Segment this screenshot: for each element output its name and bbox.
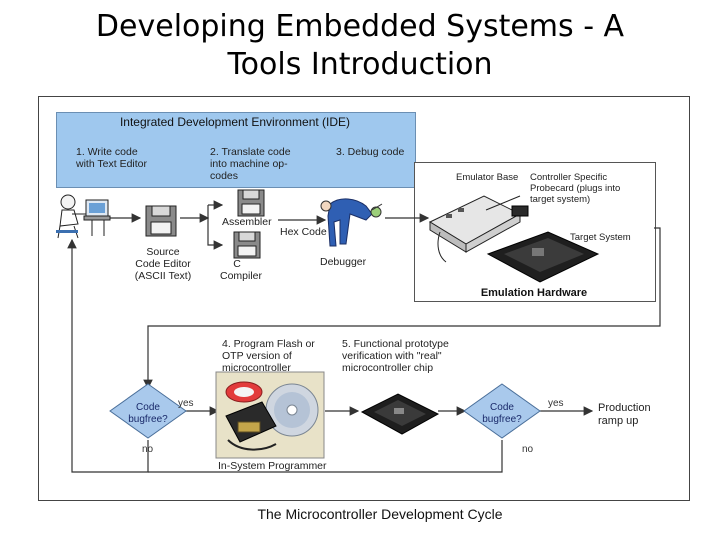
source-editor-label: Source Code Editor (ASCII Text) bbox=[134, 246, 192, 282]
ide-step3-label: 3. Debug code bbox=[336, 146, 405, 158]
decision2-yes-label: yes bbox=[548, 398, 564, 409]
slide-title: Developing Embedded Systems - A Tools In… bbox=[0, 8, 720, 84]
arrow-decision2-no bbox=[148, 440, 503, 473]
emulation-hardware-title: Emulation Hardware bbox=[480, 287, 588, 299]
emulator-board-icon bbox=[428, 195, 522, 263]
floppy-disk-icon bbox=[237, 189, 265, 217]
production-label: Production ramp up bbox=[598, 402, 651, 427]
decision-diamond-2 bbox=[463, 383, 541, 439]
prototype-board-icon bbox=[360, 393, 440, 435]
ide-step2-label: 2. Translate code into machine op- codes bbox=[210, 146, 291, 182]
c-compiler-label: C Compiler bbox=[220, 258, 263, 282]
decision1-label: Code bugfree? bbox=[128, 402, 168, 425]
decision1-yes-label: yes bbox=[178, 398, 194, 409]
target-system-label: Target System bbox=[570, 232, 631, 243]
probecard-label: Controller Specific Probecard (plugs int… bbox=[530, 172, 621, 205]
programmer-person-icon bbox=[56, 194, 111, 239]
slide-title-line2: Tools Introduction bbox=[227, 47, 493, 82]
prototype-verification-label: 5. Functional prototype verification wit… bbox=[342, 338, 449, 374]
hex-code-label: Hex Code bbox=[280, 226, 327, 238]
emulator-base-label: Emulator Base bbox=[456, 172, 519, 183]
target-board-icon bbox=[486, 205, 600, 283]
program-flash-label: 4. Program Flash or OTP version of micro… bbox=[222, 338, 315, 374]
cd-disc-icon bbox=[265, 383, 319, 437]
debugger-label: Debugger bbox=[320, 256, 367, 268]
floppy-disk-icon bbox=[145, 205, 177, 237]
decision2-no-label: no bbox=[522, 444, 534, 455]
ide-step1-label: 1. Write code with Text Editor bbox=[76, 146, 148, 170]
ide-title: Integrated Development Environment (IDE) bbox=[119, 115, 351, 129]
arrow-feedback-loop bbox=[67, 238, 149, 473]
decision-diamond-1 bbox=[109, 383, 187, 439]
isp-label: In-System Programmer bbox=[218, 460, 327, 472]
floppy-disk-icon bbox=[233, 231, 261, 259]
diagram-caption: The Microcontroller Development Cycle bbox=[257, 506, 503, 522]
ide-band bbox=[56, 112, 416, 188]
isp-cable-icon bbox=[225, 401, 277, 451]
arrow-to-compiler bbox=[207, 205, 224, 250]
flow-arrows bbox=[67, 200, 661, 473]
decision1-no-label: no bbox=[142, 444, 154, 455]
slide-title-line1: Developing Embedded Systems - A bbox=[95, 9, 625, 44]
debugger-person-icon bbox=[320, 198, 383, 247]
assembler-label: Assembler bbox=[222, 216, 272, 228]
decision2-label: Code bugfree? bbox=[482, 402, 522, 425]
arrow-emulation-to-decision bbox=[143, 227, 661, 390]
